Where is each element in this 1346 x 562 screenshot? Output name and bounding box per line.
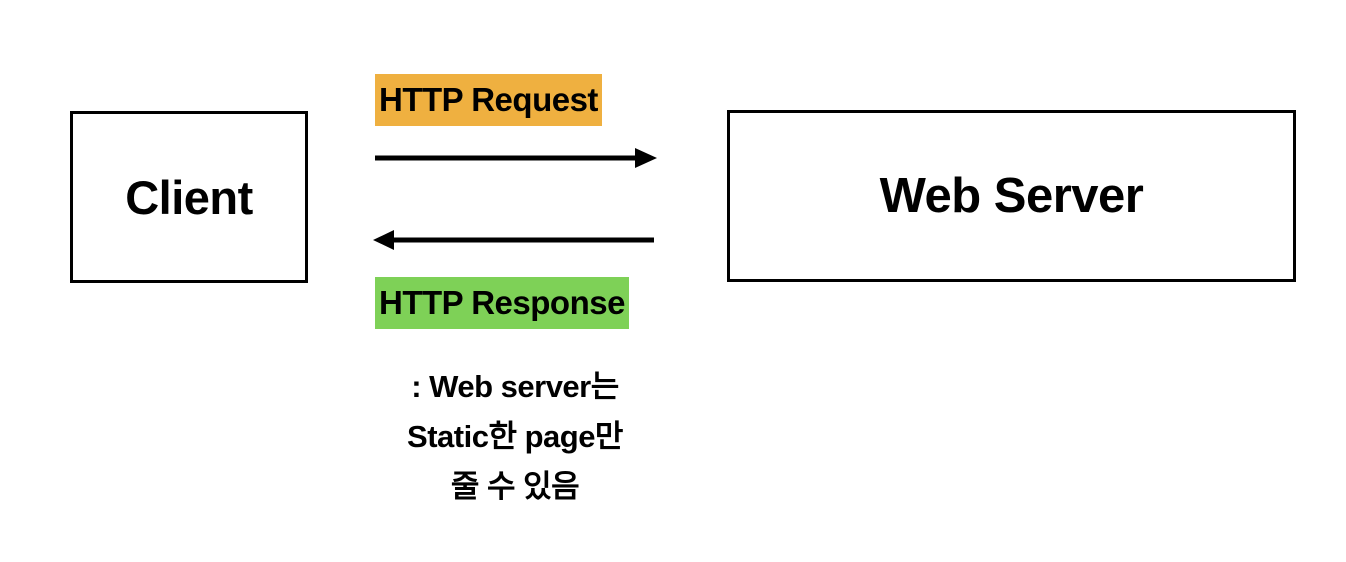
node-client-label: Client (125, 170, 253, 224)
message-label-http-request: HTTP Request (375, 74, 602, 126)
arrow-left-icon (373, 228, 656, 252)
caption-line-2: Static한 page만 (407, 419, 623, 454)
caption-line-1: : Web server는 (411, 369, 619, 404)
node-web-server-label: Web Server (879, 168, 1144, 223)
caption-line-3: 줄 수 있음 (450, 469, 580, 504)
node-web-server: Web Server (727, 110, 1296, 282)
message-label-http-response: HTTP Response (375, 277, 629, 329)
arrow-right-icon (373, 146, 659, 170)
node-client: Client (70, 111, 308, 283)
caption-note: : Web server는 Static한 page만 줄 수 있음 (340, 362, 690, 512)
